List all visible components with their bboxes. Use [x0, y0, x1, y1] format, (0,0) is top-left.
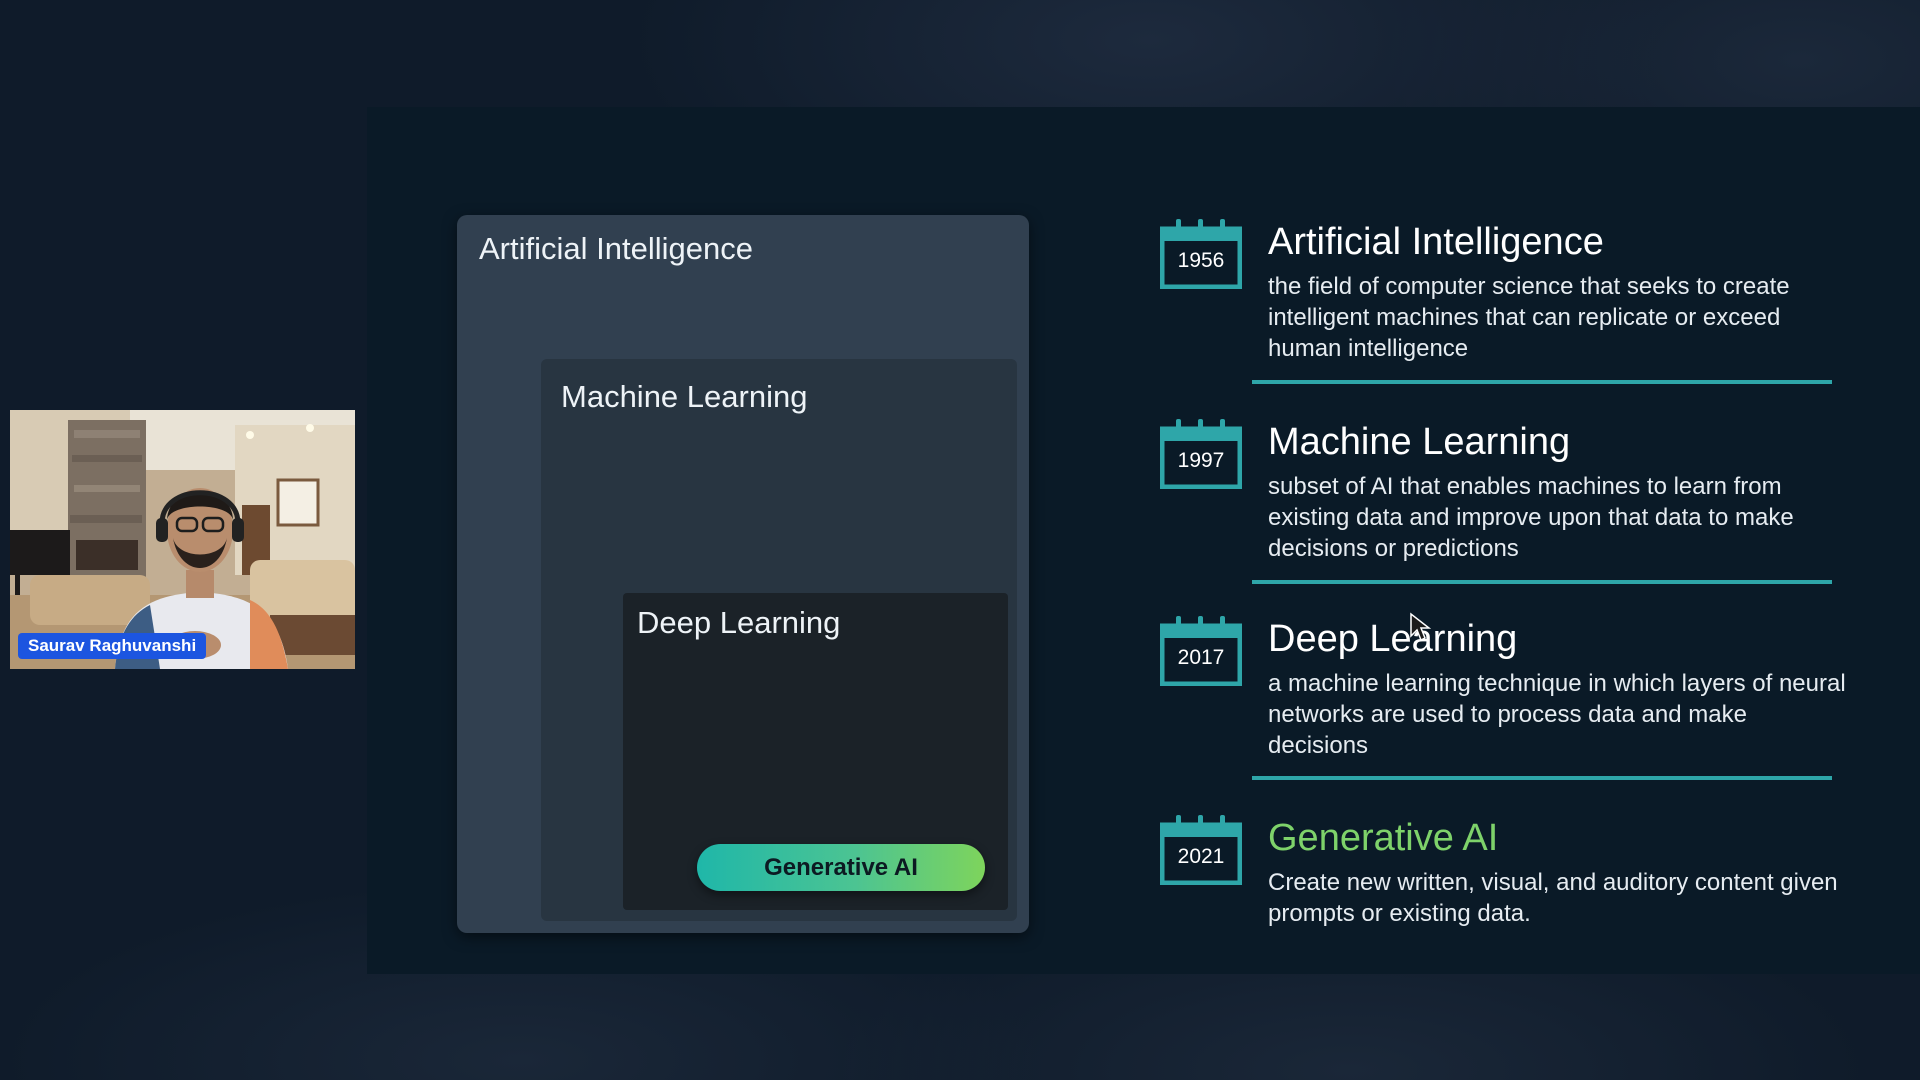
generative-ai-pill: Generative AI	[697, 844, 985, 891]
dl-diagram-label: Deep Learning	[637, 605, 841, 640]
participant-video-tile[interactable]: Saurav Raghuvanshi	[10, 410, 355, 669]
timeline-year: 2021	[1177, 845, 1225, 868]
timeline-divider	[1252, 380, 1832, 384]
timeline-divider	[1252, 580, 1832, 584]
timeline-title: Artificial Intelligence	[1268, 221, 1604, 263]
timeline-year: 1997	[1177, 449, 1225, 472]
timeline-description: Create new written, visual, and auditory…	[1268, 869, 1838, 927]
participant-name-tag: Saurav Raghuvanshi	[18, 633, 207, 659]
timeline-year: 2017	[1177, 646, 1225, 669]
ai-diagram-label: Artificial Intelligence	[479, 231, 753, 266]
mouse-pointer-icon	[1410, 612, 1431, 642]
timeline-description: subset of AI that enables machines to le…	[1268, 473, 1794, 562]
calendar-icon	[1160, 419, 1242, 489]
calendar-icon	[1160, 815, 1242, 885]
shared-slide: Artificial Intelligence Machine Learning…	[367, 107, 1920, 974]
timeline-year: 1956	[1177, 249, 1225, 272]
timeline-description: the field of computer science that seeks…	[1268, 273, 1790, 362]
ml-diagram-label: Machine Learning	[561, 379, 808, 414]
timeline-description: a machine learning technique in which la…	[1268, 670, 1846, 759]
timeline-title: Generative AI	[1268, 817, 1499, 859]
calendar-icon	[1160, 616, 1242, 686]
timeline-divider	[1252, 776, 1832, 780]
timeline-title: Machine Learning	[1268, 421, 1571, 463]
calendar-icon	[1160, 219, 1242, 289]
timeline-title: Deep Learning	[1268, 618, 1518, 660]
participant-video-feed	[10, 410, 355, 669]
